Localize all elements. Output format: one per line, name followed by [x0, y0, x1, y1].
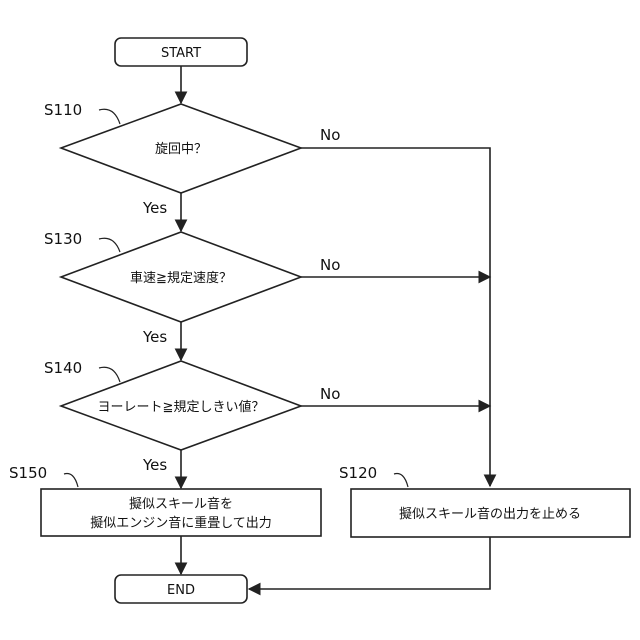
decision-s110-label: 旋回中？ — [155, 142, 207, 157]
start-label: START — [161, 46, 201, 61]
edge-s110-no — [301, 148, 490, 486]
leader-s130 — [99, 238, 120, 252]
decision-s130-label: 車速≧規定速度？ — [130, 270, 232, 286]
decision-s140-label: ヨーレート≧規定しきい値？ — [98, 399, 265, 415]
branch-yes-s130: Yes — [142, 328, 167, 346]
branch-yes-s110: Yes — [142, 199, 167, 217]
step-label-s110: S110 — [44, 101, 82, 119]
branch-yes-s140: Yes — [142, 456, 167, 474]
branch-no-s110: No — [320, 126, 340, 144]
process-s150-line1: 擬似スキール音を — [129, 496, 233, 512]
process-s120-label: 擬似スキール音の出力を止める — [399, 506, 581, 522]
step-label-s140: S140 — [44, 359, 82, 377]
leader-s120 — [394, 474, 408, 487]
leader-s110 — [99, 109, 120, 124]
step-label-s150: S150 — [9, 464, 47, 482]
step-label-s130: S130 — [44, 230, 82, 248]
branch-no-s130: No — [320, 256, 340, 274]
step-label-s120: S120 — [339, 464, 377, 482]
end-label: END — [167, 583, 195, 598]
branch-no-s140: No — [320, 385, 340, 403]
process-s150-line2: 擬似エンジン音に重畳して出力 — [90, 515, 272, 531]
leader-s140 — [99, 367, 120, 382]
leader-s150 — [64, 474, 78, 487]
edge-s120-to-end — [249, 537, 490, 589]
